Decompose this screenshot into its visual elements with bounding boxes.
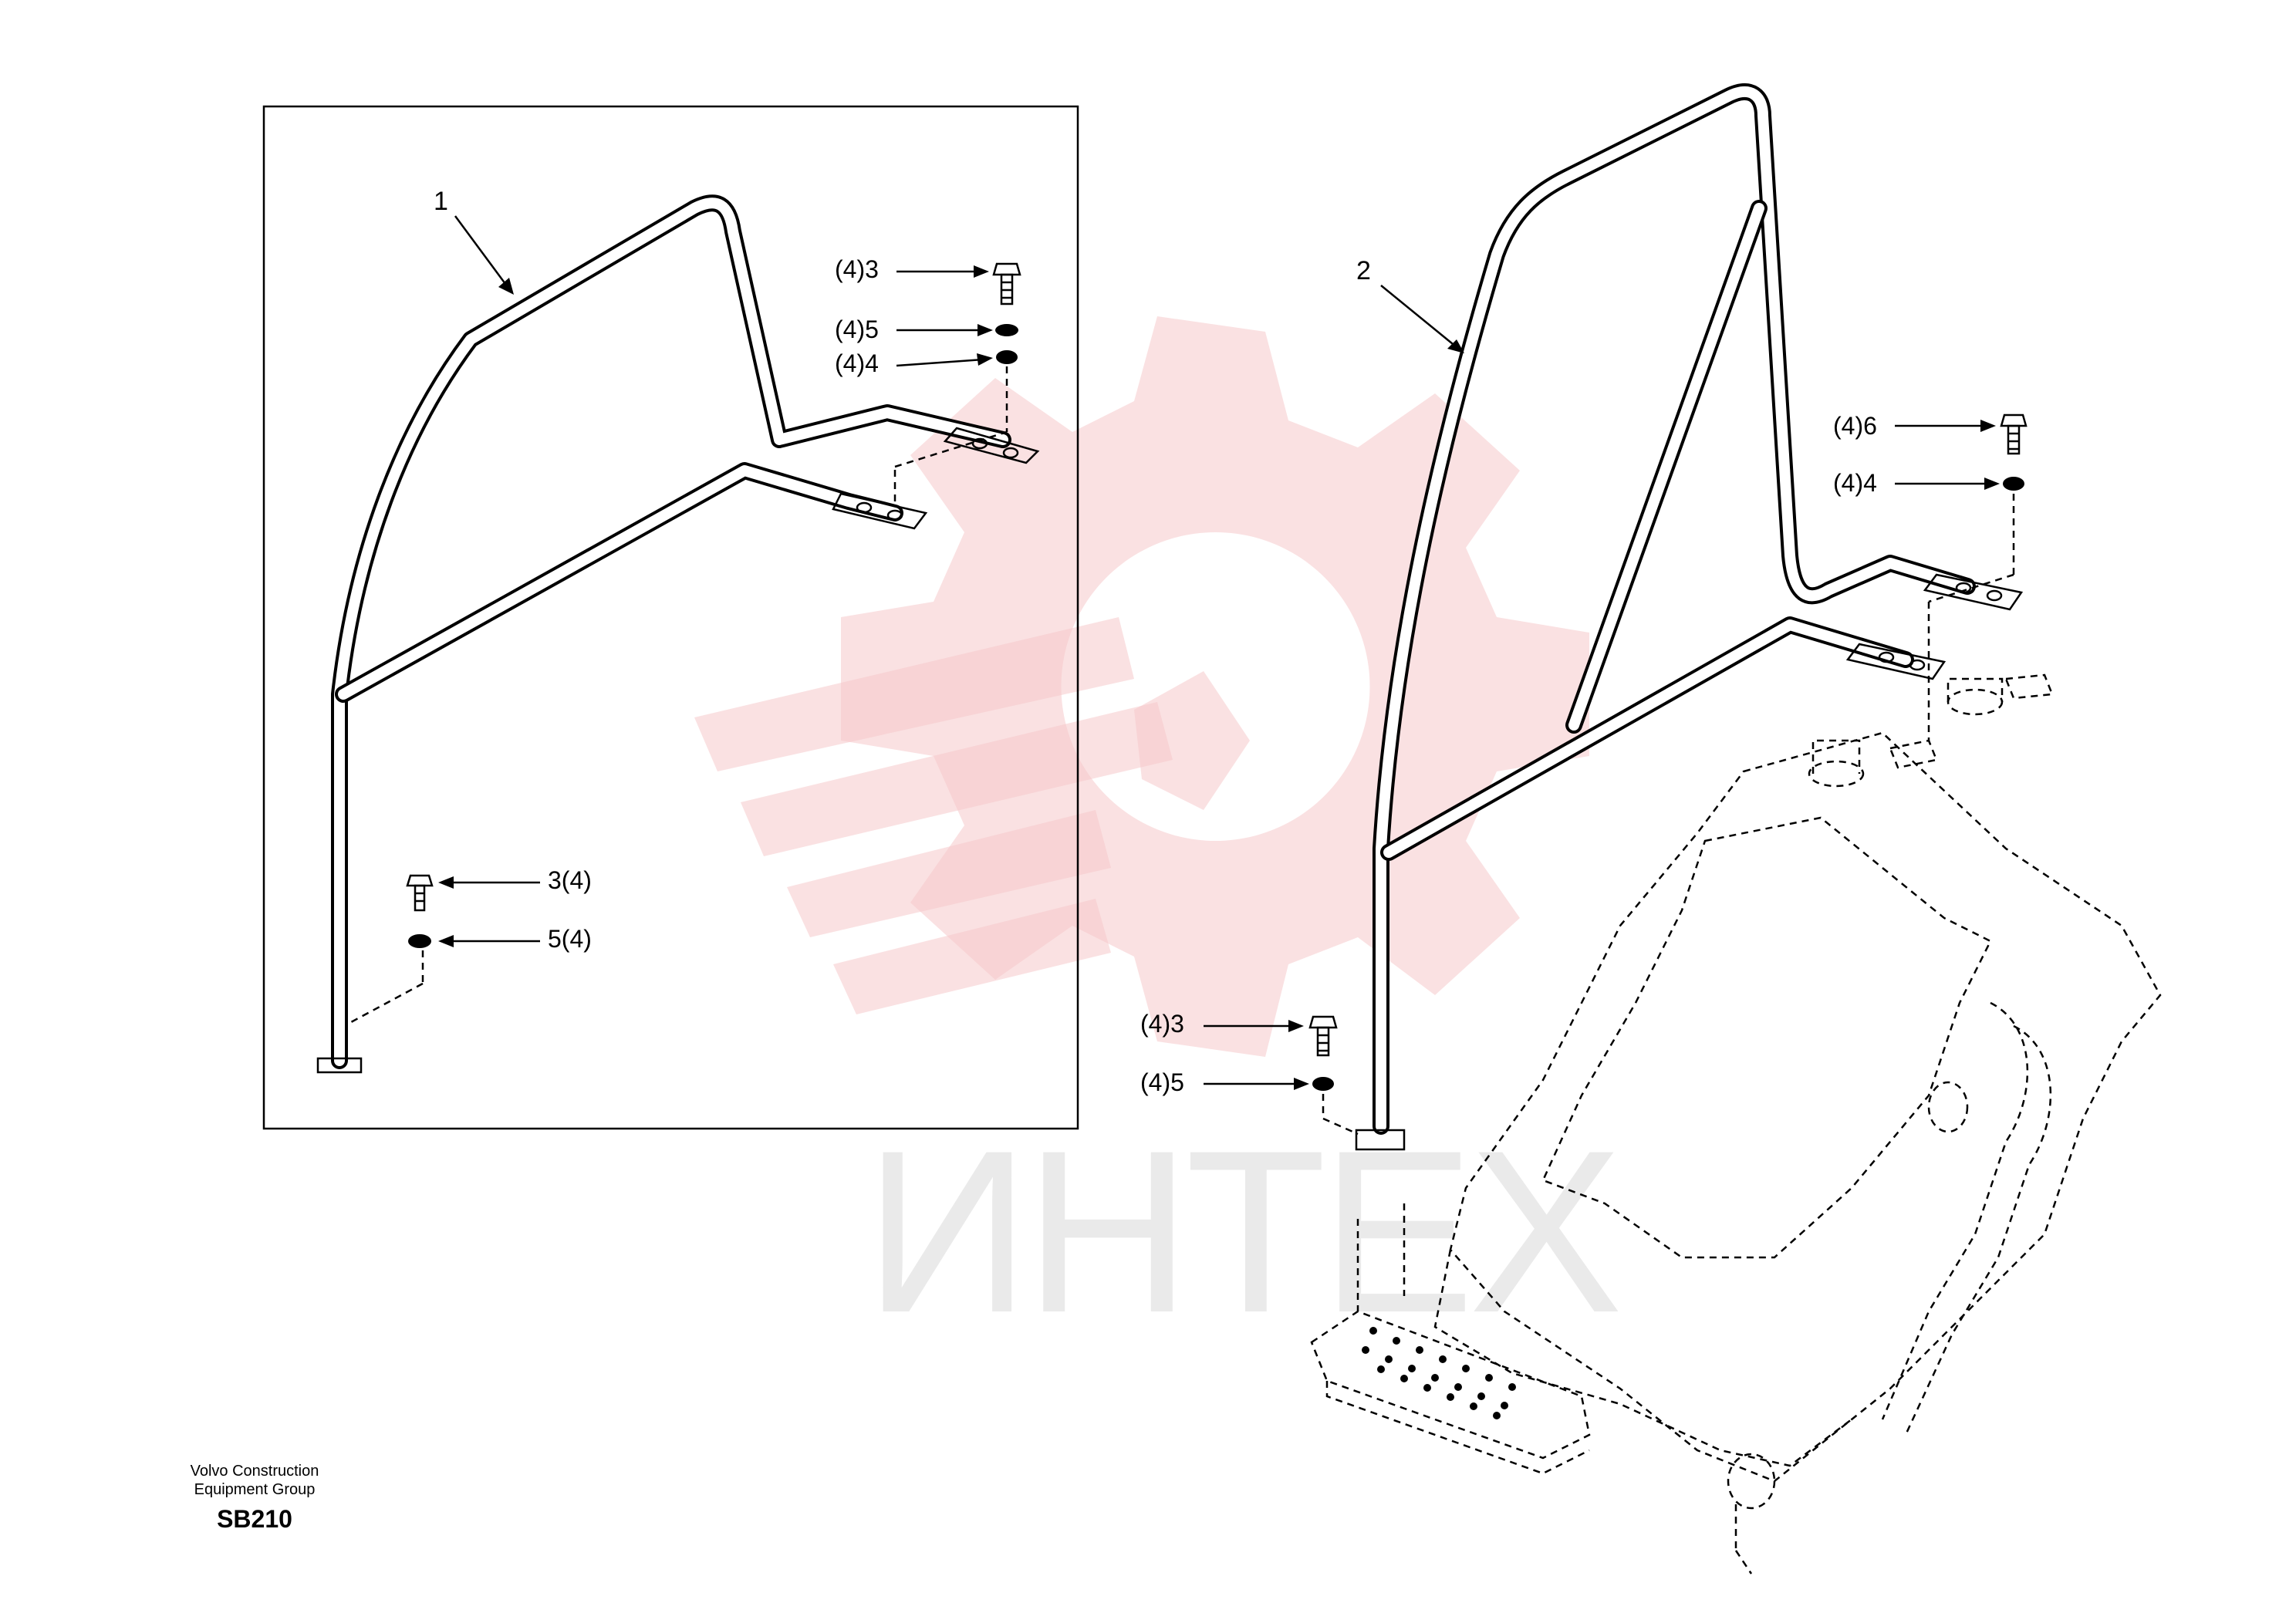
callout-left-bolt-top: (4)3 bbox=[835, 255, 879, 283]
company-name-line2: Equipment Group bbox=[194, 1481, 316, 1498]
callout-right-washer-bottom: (4)5 bbox=[1140, 1068, 1184, 1096]
arrowhead-icon bbox=[438, 935, 454, 947]
arrowhead-icon bbox=[974, 265, 989, 278]
company-name-line1: Volvo Construction bbox=[190, 1463, 319, 1480]
callout-right-lockwasher-top: (4)4 bbox=[1833, 469, 1877, 497]
arrowhead-icon bbox=[977, 324, 993, 336]
arrowhead-icon bbox=[1980, 420, 1996, 432]
detail-view-frame bbox=[262, 105, 1079, 1130]
arrowhead-icon bbox=[1447, 339, 1464, 353]
callout-right-bolt-bottom: (4)3 bbox=[1140, 1010, 1184, 1038]
handrail-frame-1 bbox=[316, 194, 1040, 1074]
arrowhead-icon bbox=[977, 353, 993, 366]
leader-line bbox=[454, 215, 509, 288]
hardware-stack-right-bottom bbox=[1308, 1015, 1359, 1136]
leader-line bbox=[1380, 285, 1457, 348]
arrowhead-icon bbox=[498, 278, 514, 295]
hardware-stack-left-bottom bbox=[350, 874, 434, 1024]
part-number-1: 1 bbox=[434, 187, 448, 216]
callout-right-bolt-top: (4)6 bbox=[1833, 412, 1877, 440]
handrail-frame-2 bbox=[1355, 83, 2024, 1151]
hardware-stack-right-top bbox=[1927, 413, 2028, 741]
arrowhead-icon bbox=[1294, 1078, 1309, 1090]
arrowhead-icon bbox=[1984, 478, 2000, 490]
watermark-text: ИНТЕХ bbox=[864, 1102, 1621, 1361]
footer-brand: Volvo Construction Equipment Group SB210 bbox=[154, 1462, 355, 1534]
operator-seat-outline bbox=[1310, 673, 2162, 1574]
hardware-stack-left-top bbox=[893, 262, 1021, 501]
callout-left-washer-top: (4)5 bbox=[835, 316, 879, 343]
callout-left-washer-bottom: 5(4) bbox=[548, 925, 592, 953]
arrowhead-icon bbox=[1288, 1020, 1304, 1032]
page-code: SB210 bbox=[217, 1505, 292, 1533]
callout-left-bolt-bottom: 3(4) bbox=[548, 866, 592, 894]
watermark-gear-icon bbox=[694, 316, 1589, 1057]
callout-left-lockwasher-top: (4)4 bbox=[835, 349, 879, 377]
arrowhead-icon bbox=[438, 876, 454, 889]
part-number-2: 2 bbox=[1356, 256, 1371, 285]
